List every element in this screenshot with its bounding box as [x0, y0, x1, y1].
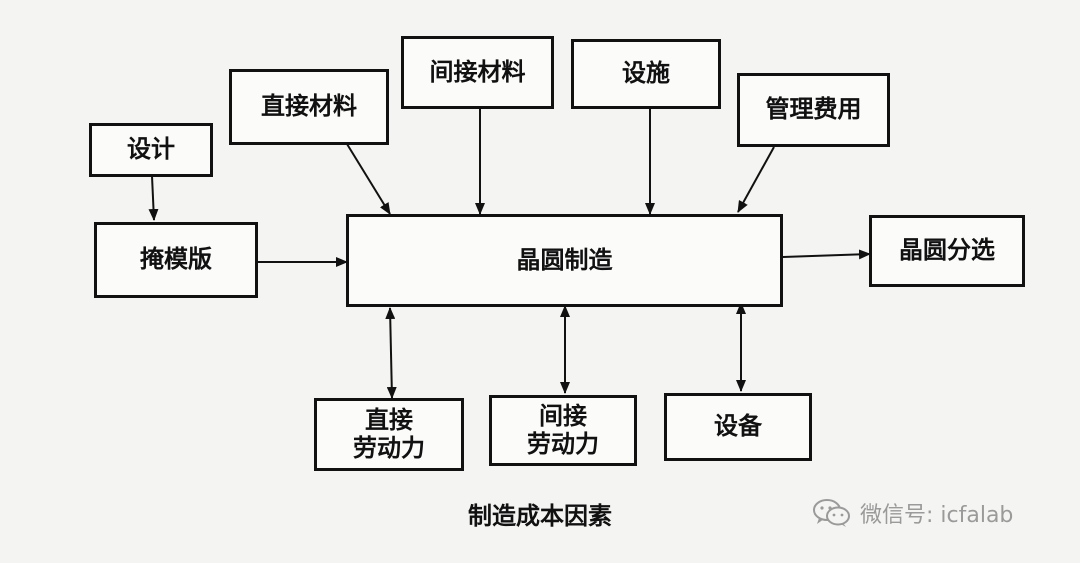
- node-overhead: 管理费用: [737, 73, 890, 147]
- arrow-wafer-fab-to-wafer-sort: [782, 249, 871, 260]
- arrow-design-to-mask: [148, 175, 159, 221]
- arrow-direct-material-to-wafer-fab: [346, 143, 391, 215]
- node-overhead-label: 管理费用: [765, 95, 862, 124]
- node-wafer-sort: 晶圆分选: [869, 215, 1025, 287]
- node-direct-material: 直接材料: [229, 69, 389, 145]
- node-wafer-sort-label: 晶圆分选: [899, 236, 995, 265]
- arrow-wafer-fab-direct-labor: [385, 307, 397, 399]
- node-indirect-labor-label: 间接 劳动力: [527, 401, 599, 458]
- diagram-caption: 制造成本因素: [468, 502, 612, 530]
- arrow-overhead-to-wafer-fab: [737, 146, 775, 213]
- node-mask-label: 掩模版: [140, 245, 212, 274]
- node-equipment-label: 设备: [714, 412, 762, 441]
- watermark-text: 微信号: icfalab: [860, 503, 1014, 528]
- node-facilities: 设施: [571, 39, 721, 109]
- node-equipment: 设备: [664, 393, 812, 461]
- node-facilities-label: 设施: [622, 59, 670, 88]
- watermark: 微信号: icfalab: [812, 497, 1013, 529]
- node-indirect-labor: 间接 劳动力: [489, 395, 637, 466]
- node-wafer-fab-label: 晶圆制造: [516, 245, 613, 274]
- node-design-label: 设计: [127, 135, 175, 164]
- node-direct-labor: 直接 劳动力: [314, 398, 464, 471]
- node-direct-material-label: 直接材料: [261, 92, 357, 121]
- node-direct-labor-label: 直接 劳动力: [353, 405, 425, 462]
- node-wafer-fab: 晶圆制造: [346, 214, 783, 307]
- wechat-icon: [813, 499, 850, 527]
- node-indirect-material: 间接材料: [401, 36, 554, 109]
- node-mask: 掩模版: [94, 222, 258, 298]
- node-indirect-material-label: 间接材料: [429, 57, 526, 86]
- node-design: 设计: [89, 123, 213, 177]
